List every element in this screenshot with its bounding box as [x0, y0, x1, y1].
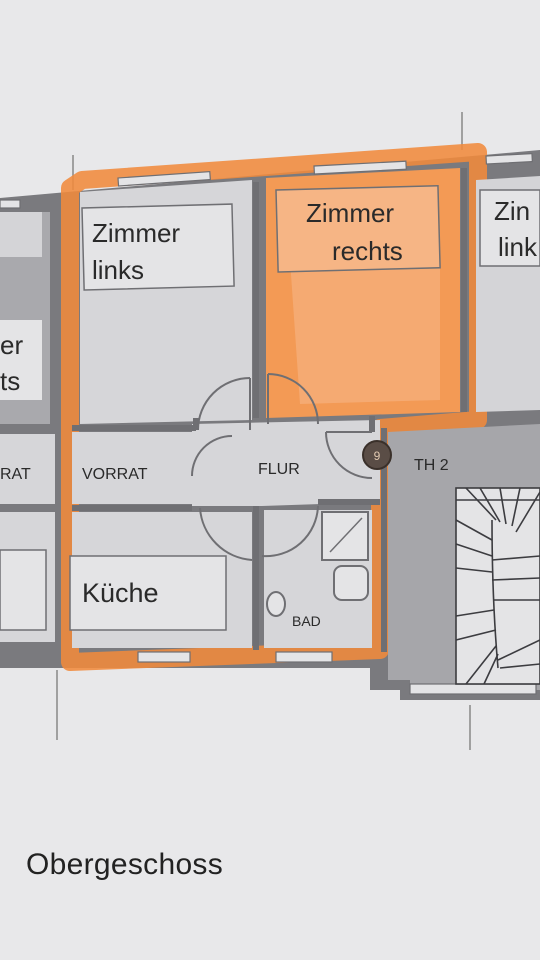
- label-flur: FLUR: [258, 461, 300, 478]
- label-bad: BAD: [292, 613, 321, 629]
- label-box-zimmer-links: [81, 203, 235, 291]
- label-zimmer-links-line1: Zimmer: [92, 218, 180, 248]
- label-zimmer-rechts-line2: rechts: [332, 236, 403, 266]
- label-kueche: Küche: [82, 578, 159, 608]
- label-zimmer-links-line2: links: [92, 255, 144, 285]
- label-zimmer-links-right-line1: Zin: [494, 196, 530, 226]
- label-neighbor-room-line2: ts: [0, 366, 20, 396]
- label-box-kueche: [69, 555, 227, 631]
- label-zimmer-rechts-line1: Zimmer: [306, 198, 394, 228]
- label-vorrat: VORRAT: [82, 466, 148, 483]
- label-box-zimmer-links-right: [479, 189, 540, 267]
- label-marker: 9: [374, 449, 381, 463]
- marker-circle: [362, 440, 392, 470]
- toilet: [266, 591, 286, 617]
- highlight-streak: [290, 250, 440, 404]
- plan-caption: Obergeschoss: [26, 848, 224, 881]
- label-neighbor-vorrat: RAT: [0, 466, 31, 483]
- label-neighbor-room-line1: er: [0, 330, 23, 360]
- staircase: [455, 487, 540, 685]
- room-flur: [192, 420, 380, 506]
- sink: [333, 565, 369, 601]
- neighbor-counter: [0, 549, 47, 631]
- door-arcs: [191, 373, 373, 561]
- shower-diagonal: [329, 517, 363, 553]
- neighbor-label-box: [0, 320, 42, 400]
- label-box-zimmer-rechts: [275, 184, 441, 273]
- label-th2: TH 2: [414, 457, 449, 474]
- room-vorrat: [72, 432, 192, 504]
- windows-bottom: [137, 651, 537, 695]
- neighbor-room-top: [0, 212, 42, 257]
- windows-top: [0, 152, 533, 209]
- label-zimmer-links-right-line2: link: [498, 232, 538, 262]
- neighbor-vorrat: [0, 434, 55, 504]
